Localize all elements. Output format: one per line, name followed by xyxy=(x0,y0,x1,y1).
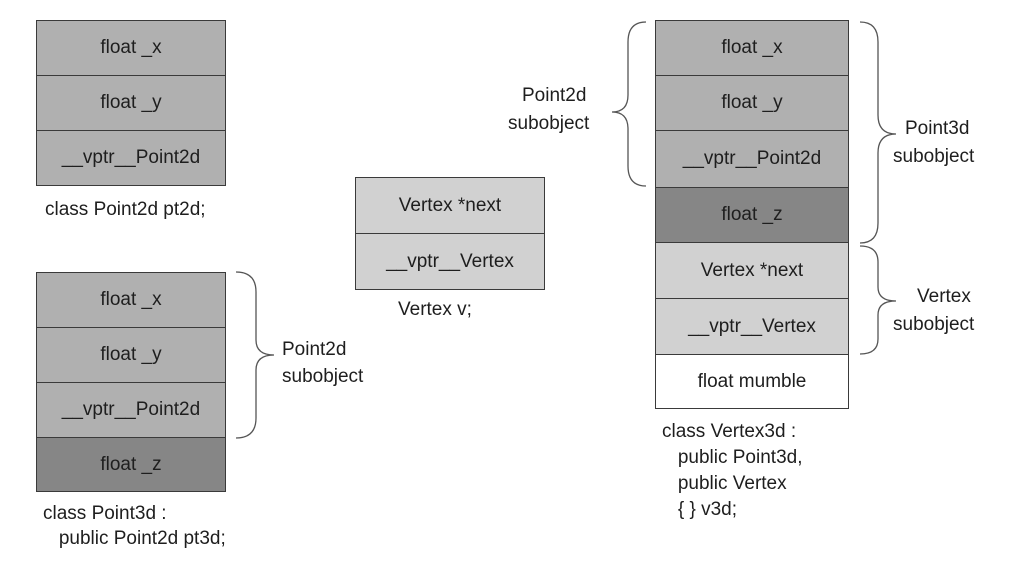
pt2d-float-x-cell: float _x xyxy=(36,20,226,76)
v3d-point2d-subobject-label-line-1: Point2d xyxy=(522,85,587,106)
pt3d-caption-line-2: public Point2d pt3d; xyxy=(43,528,226,549)
vertex-next-cell: Vertex *next xyxy=(355,177,545,234)
vertex-caption: Vertex v; xyxy=(398,299,472,320)
v3d-float-z-cell: float _z xyxy=(655,187,849,243)
pt2d-caption: class Point2d pt2d; xyxy=(45,199,206,220)
v3d-point2d-subobject-label-line-2: subobject xyxy=(508,113,590,134)
v3d-point3d-subobject-brace xyxy=(859,21,897,244)
v3d-vptr-point2d-cell: __vptr__Point2d xyxy=(655,130,849,188)
pt3d-float-y-cell: float _y xyxy=(36,327,226,383)
vertex-vptr-vertex-cell: __vptr__Vertex xyxy=(355,233,545,290)
v3d-vptr-vertex-cell: __vptr__Vertex xyxy=(655,298,849,355)
v3d-caption-line-4: { } v3d; xyxy=(662,499,737,520)
v3d-point3d-subobject-label-line-2: subobject xyxy=(893,146,975,167)
v3d-caption-line-3: public Vertex xyxy=(662,473,787,494)
v3d-point2d-subobject-brace xyxy=(611,21,647,187)
v3d-vertex-subobject-label-line-2: subobject xyxy=(893,314,975,335)
v3d-vertex-subobject-brace xyxy=(859,245,897,355)
v3d-vertex-subobject-label-line-1: Vertex xyxy=(917,286,971,307)
v3d-float-mumble-cell: float mumble xyxy=(655,354,849,409)
pt3d-caption-line-1: class Point3d : xyxy=(43,503,167,524)
pt3d-float-z-cell: float _z xyxy=(36,437,226,492)
pt3d-point2d-subobject-label-line-1: Point2d xyxy=(282,339,347,360)
pt3d-point2d-subobject-brace xyxy=(235,271,275,439)
pt3d-point2d-subobject-label-line-2: subobject xyxy=(282,366,364,387)
v3d-caption-line-2: public Point3d, xyxy=(662,447,803,468)
v3d-caption-line-1: class Vertex3d : xyxy=(662,421,797,442)
v3d-float-x-cell: float _x xyxy=(655,20,849,76)
pt2d-vptr-point2d-cell: __vptr__Point2d xyxy=(36,130,226,186)
pt3d-float-x-cell: float _x xyxy=(36,272,226,328)
v3d-point3d-subobject-label-line-1: Point3d xyxy=(905,118,970,139)
v3d-vertex-next-cell: Vertex *next xyxy=(655,242,849,299)
